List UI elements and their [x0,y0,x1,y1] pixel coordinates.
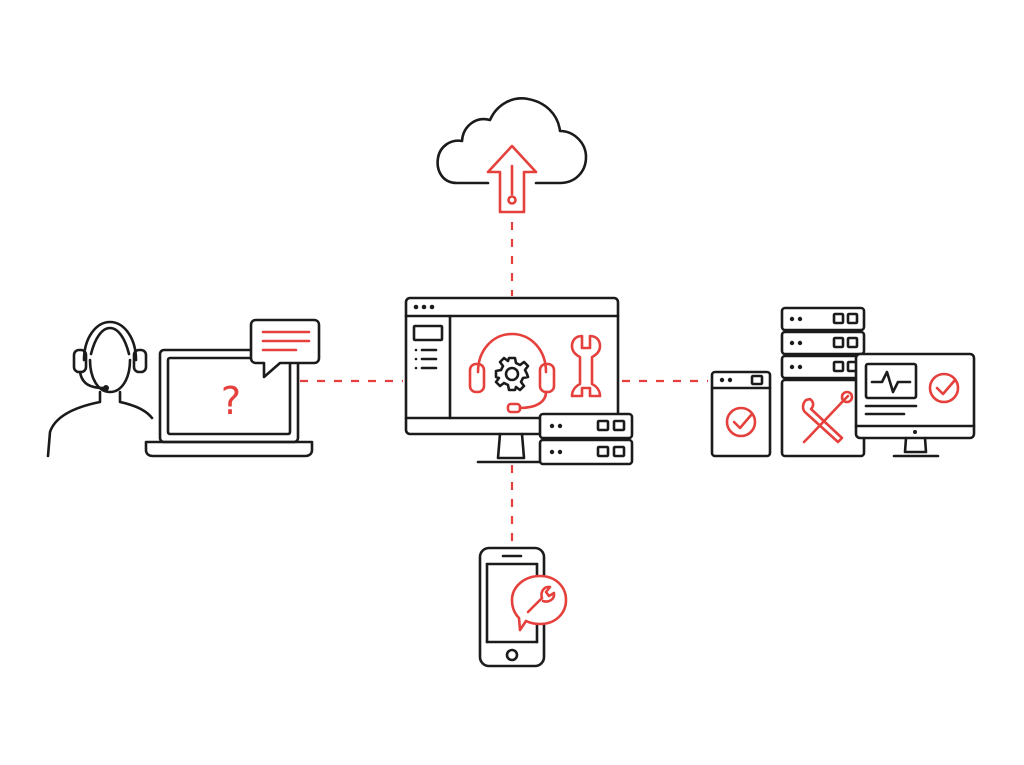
cloud-outline [436,97,588,185]
connectors [300,222,708,545]
server-stack-icon [538,412,634,466]
tools-icon [801,390,854,444]
upload-arrow-icon [486,144,538,214]
small-server-check-icon [710,370,772,458]
agent-headset-icon [46,320,154,458]
wrench-chat-bubble-icon [510,574,568,632]
laptop-icon: ? [144,348,314,458]
support-agent-laptop-icon: ? [46,318,321,458]
question-mark-icon: ? [221,379,241,423]
central-helpdesk-monitor-icon [404,296,634,466]
server-rack-maintenance-icon [710,306,976,458]
gear-icon [494,356,530,392]
wrench-icon [570,334,602,398]
chat-bubble-icon [249,318,321,379]
rack-servers-icon [780,306,866,458]
helpdesk-headset-icon [468,332,556,414]
mobile-support-icon [478,546,568,668]
cloud-upload-icon [436,97,588,214]
health-monitor-icon [854,352,976,458]
monitor-screen [404,296,620,436]
